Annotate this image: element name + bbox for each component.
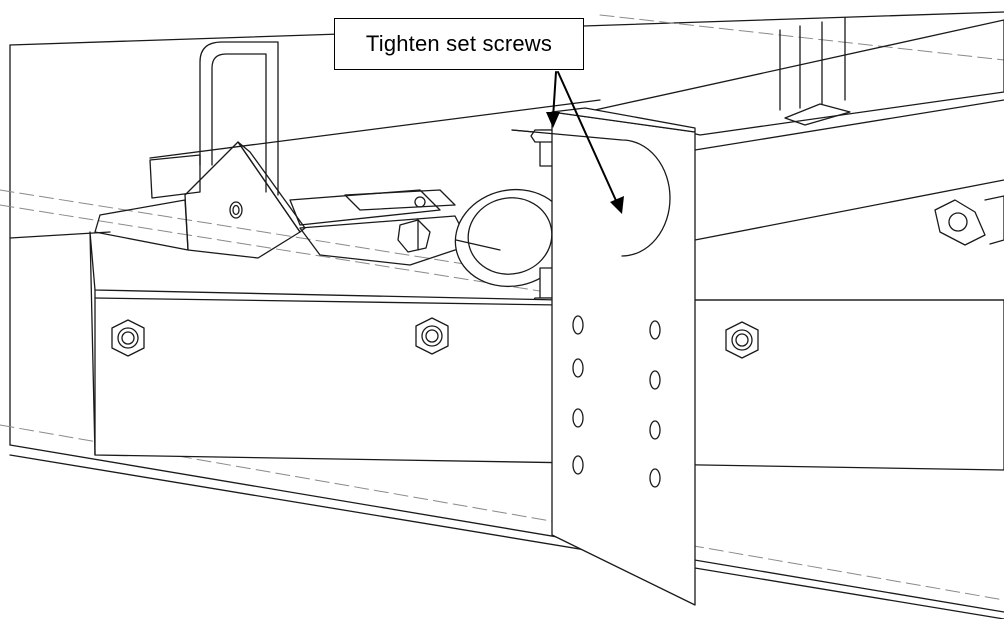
arrowheads bbox=[546, 112, 624, 214]
callout-box: Tighten set screws bbox=[334, 18, 584, 70]
callout-text: Tighten set screws bbox=[365, 31, 553, 56]
vertical-plate bbox=[511, 107, 696, 606]
mounting-plates bbox=[94, 154, 471, 266]
beam-bolts bbox=[111, 317, 759, 359]
right-clamp bbox=[934, 195, 1004, 246]
leader-arrows bbox=[552, 71, 619, 206]
back-crossbar bbox=[594, 17, 1004, 136]
gusset-bracket bbox=[184, 141, 306, 259]
lower-beam bbox=[89, 231, 1004, 471]
small-nut bbox=[397, 219, 431, 253]
handle-loop bbox=[199, 41, 279, 196]
plate-holes bbox=[572, 315, 661, 488]
